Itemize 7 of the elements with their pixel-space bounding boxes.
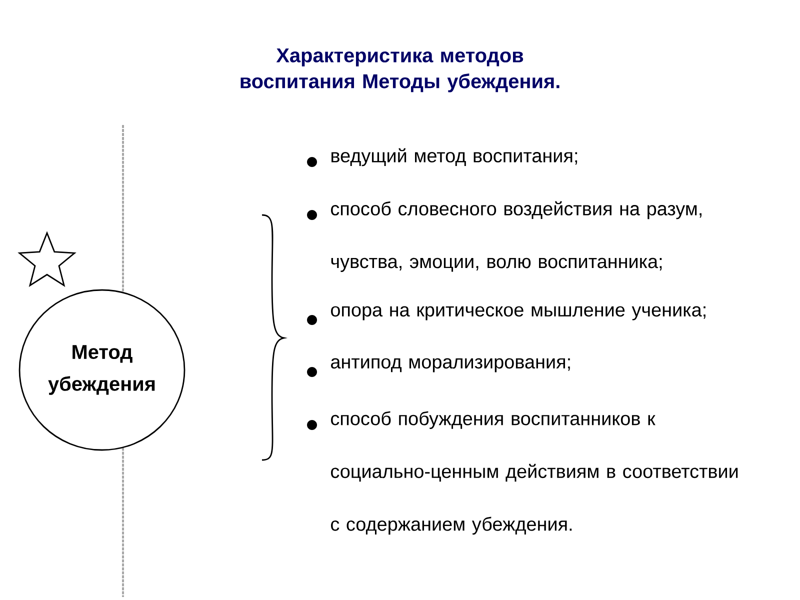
bullet-text: способ побуждения воспитанников к социально-ценным действиям в соответствии с содержанием убеждения. [331,411,738,535]
bullet-text: антипод морализирования; [331,358,570,372]
ellipse-node: Метод убеждения [18,289,186,451]
bullet-text: ведущий метод воспитания; [332,148,578,166]
bullet-text: опора на критическое мышление ученика; [331,306,706,320]
title: Характеристика методов воспитания Методы убеждения. [240,48,560,92]
bullet-text: способ словесного воздействия на разум, чувства, эмоции, волю воспитанника; [331,201,702,272]
